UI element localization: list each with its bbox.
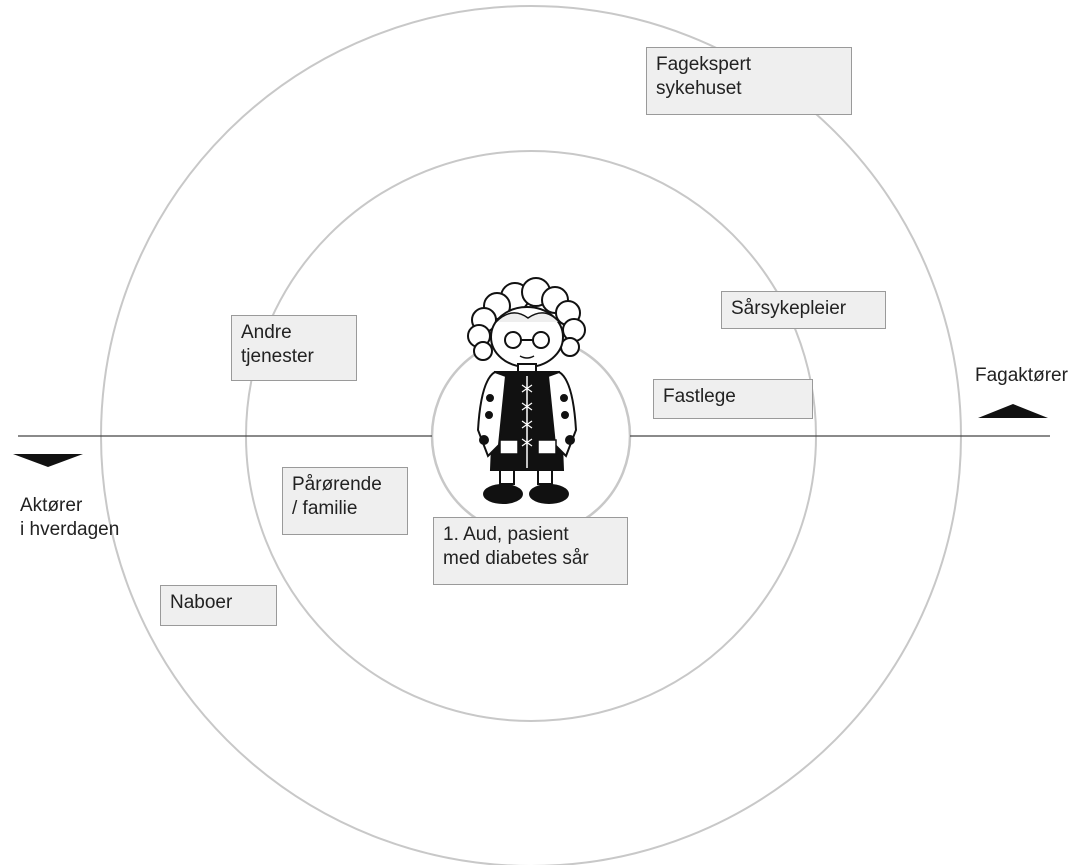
parorende-familie-box: Pårørende / familie [282, 467, 408, 535]
aktorer-i-hverdagen-label: Aktører i hverdagen [20, 495, 120, 540]
elderly-woman-figure-icon [467, 277, 586, 504]
naboer-box: Naboer [160, 585, 277, 626]
triangle-up-icon [978, 404, 1048, 418]
fastlege-box: Fastlege [653, 379, 813, 419]
sarsykepleier-box: Sårsykepleier [721, 291, 886, 329]
andre-tjenester-box: Andre tjenester [231, 315, 357, 381]
triangle-down-icon [13, 454, 83, 467]
fagekspert-sykehuset-box: Fagekspert sykehuset [646, 47, 852, 115]
fagaktorer-label: Fagaktører [975, 365, 1068, 386]
patient-label-box: 1. Aud, pasient med diabetes sår [433, 517, 628, 585]
